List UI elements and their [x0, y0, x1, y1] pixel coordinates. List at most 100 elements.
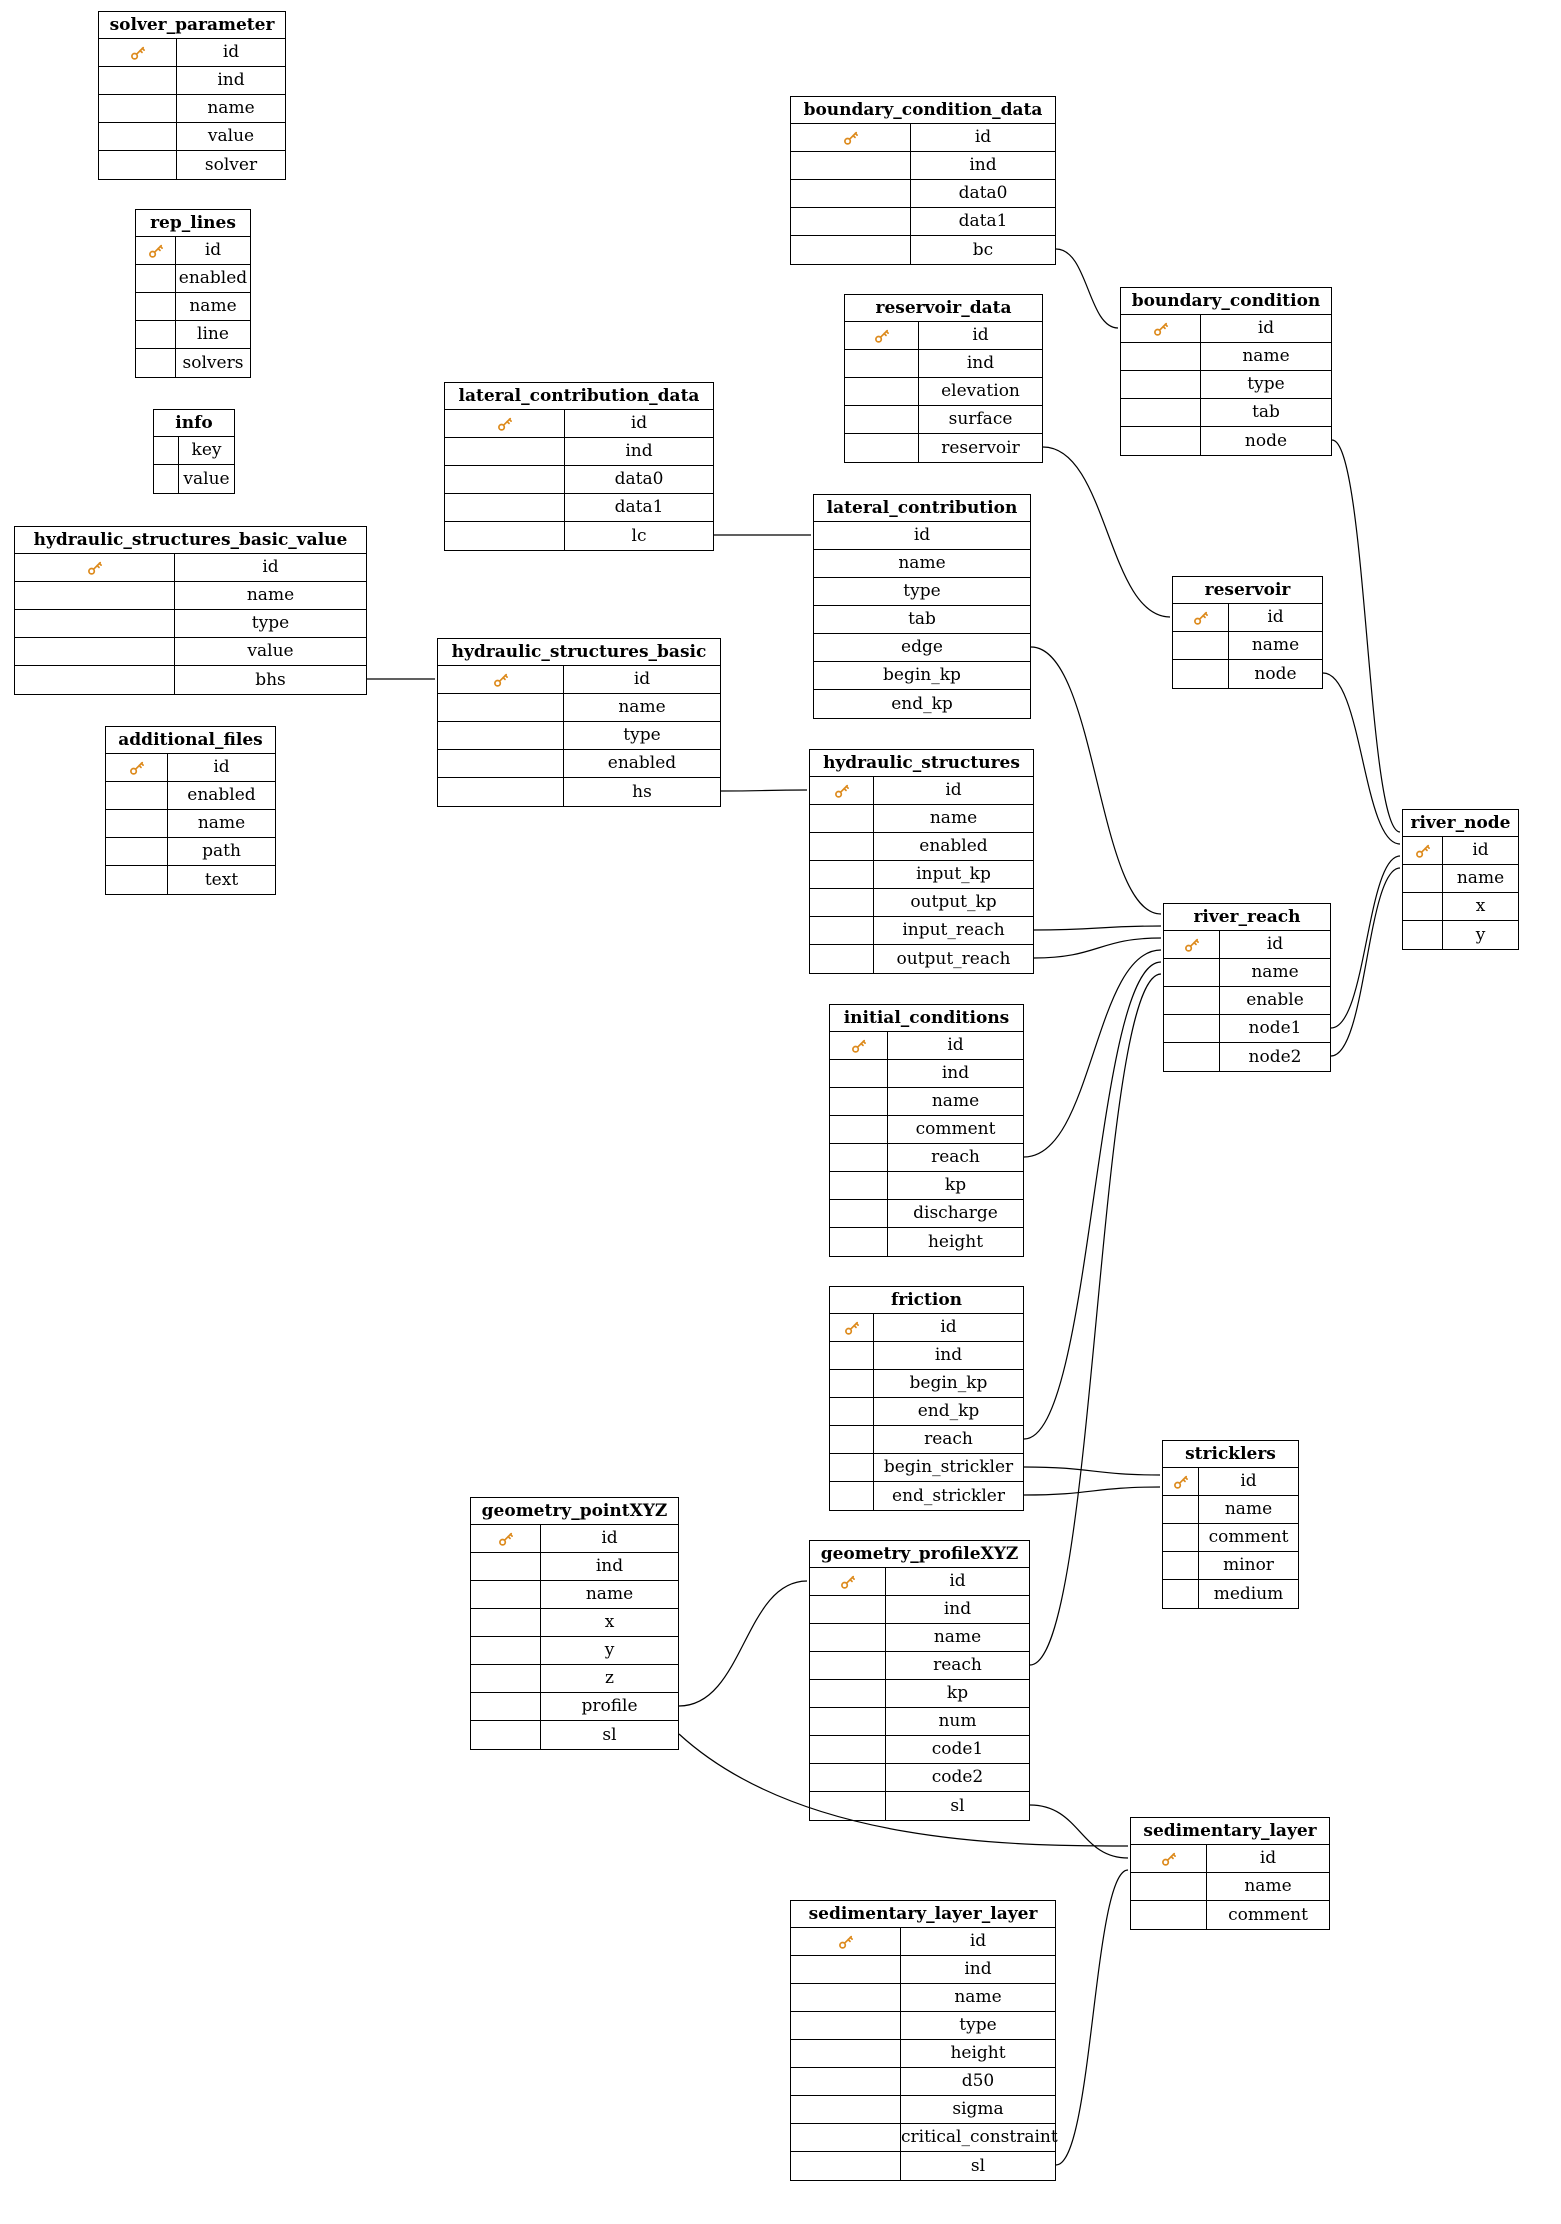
edge-river_reach-node1-to-river_node: [1330, 855, 1401, 1029]
field-name: path: [202, 841, 241, 861]
field-name: type: [1247, 374, 1285, 394]
key-cell: [1163, 1496, 1199, 1523]
table-row: begin_strickler: [830, 1454, 1023, 1482]
table-row: path: [106, 838, 275, 866]
table-row: comment: [830, 1116, 1023, 1144]
field-name: solver: [204, 154, 258, 175]
field-name: node1: [1248, 1018, 1302, 1038]
key-cell: [791, 236, 911, 264]
table-row: id: [814, 522, 1030, 550]
primary-key-icon: [1193, 611, 1208, 625]
table-row: sl: [791, 2152, 1055, 2180]
field-name: id: [913, 525, 931, 545]
field-name: key: [191, 440, 222, 460]
field-name: id: [633, 669, 651, 689]
key-cell: [810, 1652, 886, 1679]
edge-hydraulic_structures-output_reach-to-river_reach: [1033, 937, 1162, 959]
field-name: num: [938, 1711, 977, 1731]
field-name: begin_kp: [909, 1373, 988, 1393]
primary-key-icon: [843, 131, 858, 145]
field-name: value: [247, 641, 294, 661]
table-row: data0: [791, 180, 1055, 208]
table-title: additional_files: [106, 727, 275, 754]
table-row: name: [830, 1088, 1023, 1116]
field-name: value: [183, 468, 230, 489]
edge-geometry_profileXYZ-reach-to-river_reach: [1029, 973, 1162, 1666]
table-row: tab: [814, 606, 1030, 634]
table-row: lc: [445, 522, 713, 550]
field-name: id: [940, 1317, 957, 1337]
edge-geometry_profileXYZ-sl-to-sedimentary_layer: [1029, 1804, 1129, 1859]
primary-key-icon: [129, 761, 144, 775]
key-cell: [1164, 1043, 1220, 1071]
primary-key-cell: [471, 1525, 541, 1552]
table-row: tab: [1121, 399, 1331, 427]
key-cell: [471, 1693, 541, 1720]
table-row: text: [106, 866, 275, 894]
field-name: sl: [602, 1724, 617, 1745]
field-name: line: [197, 324, 229, 344]
table-row: comment: [1131, 1901, 1329, 1929]
key-cell: [445, 522, 565, 550]
table-row: enabled: [810, 833, 1033, 861]
key-cell: [1163, 1580, 1199, 1608]
field-name: name: [585, 1584, 634, 1604]
key-cell: [845, 406, 919, 433]
edge-reservoir_data-reservoir-to-reservoir: [1042, 446, 1171, 618]
field-name: name: [933, 1627, 982, 1647]
key-cell: [1121, 399, 1201, 426]
key-cell: [438, 778, 564, 806]
field-name: enabled: [187, 785, 256, 805]
primary-key-cell: [791, 124, 911, 151]
field-name: name: [929, 808, 978, 828]
field-name: ind: [943, 1599, 972, 1619]
field-name: id: [630, 413, 648, 433]
field-name: id: [972, 325, 989, 345]
key-cell: [136, 321, 176, 348]
key-cell: [1403, 893, 1443, 920]
key-cell: [1121, 343, 1201, 370]
primary-key-icon: [497, 417, 512, 431]
field-name: edge: [901, 637, 943, 657]
table-row: reach: [830, 1426, 1023, 1454]
field-name: reach: [931, 1147, 980, 1167]
table-title: geometry_pointXYZ: [471, 1498, 678, 1525]
table-row: name: [814, 550, 1030, 578]
field-name: id: [1240, 1471, 1257, 1491]
table-row: output_reach: [810, 945, 1033, 973]
field-name: id: [1257, 318, 1275, 338]
field-name: data0: [614, 469, 664, 489]
key-cell: [471, 1609, 541, 1636]
field-name: sl: [950, 1795, 965, 1816]
primary-key-icon: [1184, 938, 1199, 952]
field-name: id: [222, 42, 240, 62]
key-cell: [810, 1764, 886, 1791]
field-name: enabled: [607, 753, 677, 773]
field-name: value: [207, 126, 255, 146]
key-cell: [791, 180, 911, 207]
field-name: sigma: [952, 2099, 1004, 2119]
field-name: id: [947, 1035, 964, 1055]
primary-key-icon: [851, 1039, 866, 1053]
table-row: name: [1164, 959, 1330, 987]
edge-geometry_pointXYZ-profile-to-geometry_profileXYZ: [678, 1580, 808, 1707]
field-name: enable: [1246, 990, 1304, 1010]
key-cell: [810, 917, 874, 944]
table-row: name: [1163, 1496, 1298, 1524]
table-row: ind: [471, 1553, 678, 1581]
table-row: id: [810, 777, 1033, 805]
field-name: profile: [581, 1696, 638, 1716]
key-cell: [810, 1708, 886, 1735]
table-row: type: [1121, 371, 1331, 399]
field-name: bhs: [255, 669, 286, 690]
table-row: id: [791, 1928, 1055, 1956]
table-row: id: [136, 237, 250, 265]
key-cell: [791, 2124, 901, 2151]
table-row: id: [1121, 315, 1331, 343]
field-name: comment: [1228, 1904, 1308, 1925]
